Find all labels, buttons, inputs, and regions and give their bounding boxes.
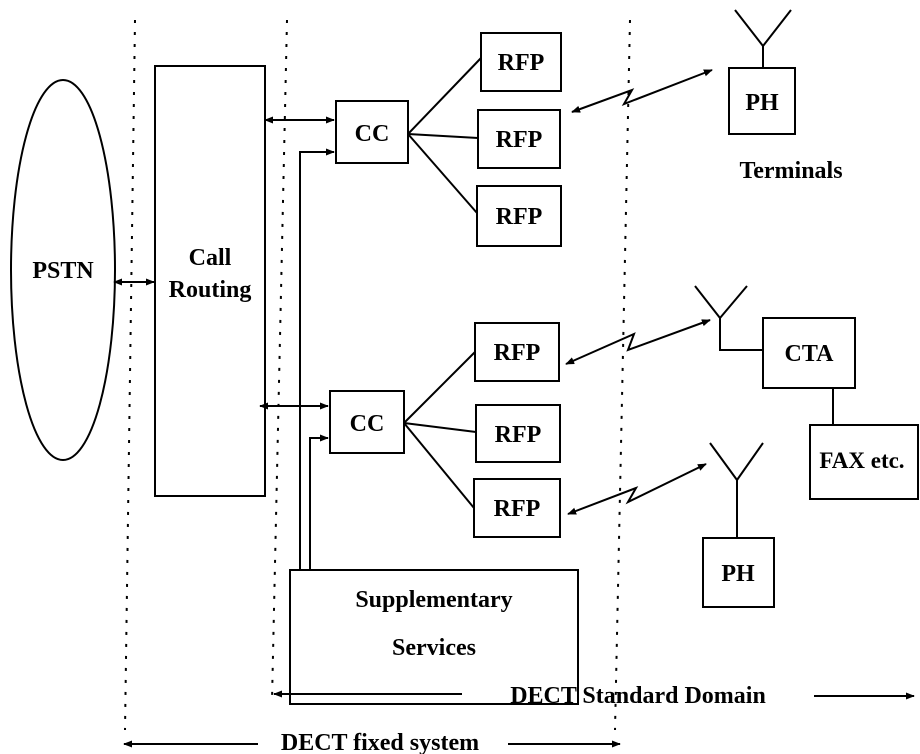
supplementary-label-1: Supplementary [355, 587, 512, 613]
fixed-system-right-boundary [614, 19, 631, 731]
cc-bottom-box [329, 390, 405, 454]
cc-top-rfp3-line [407, 133, 478, 214]
rfp-box-5 [475, 404, 561, 463]
call-routing-label-2: Routing [169, 277, 252, 303]
ph-top-box [728, 67, 796, 135]
rfp-box-4 [474, 322, 560, 382]
rfp-label-6: RFP [494, 496, 541, 522]
fax-label: FAX etc. [819, 448, 904, 473]
cc-top-rfp1-line [407, 57, 482, 135]
supplementary-cc-top-link [299, 148, 335, 570]
supplementary-label-2: Services [392, 635, 476, 661]
rfp-box-6 [473, 478, 561, 538]
rfp-label-2: RFP [496, 127, 543, 153]
call-routing-label-1: Call [189, 245, 232, 271]
cc-top-box [335, 100, 409, 164]
antenna-icon-bottom [709, 442, 764, 538]
cc-bottom-rfp6-line [403, 422, 475, 509]
antenna-icon-top [734, 9, 792, 68]
supplementary-services-box [289, 569, 579, 705]
standard-domain-left-boundary [271, 19, 288, 701]
rfp-label-1: RFP [498, 50, 545, 76]
pstn-ellipse [10, 79, 116, 461]
dect-fixed-system-label: DECT fixed system [281, 730, 479, 754]
rfp-box-3 [476, 185, 562, 247]
radio-link-middle [565, 319, 711, 365]
rfp-label-5: RFP [495, 422, 542, 448]
dect-standard-domain-label: DECT Standard Domain [510, 683, 766, 709]
cc-bottom-rfp4-line [403, 351, 476, 424]
antenna-icon-cta [694, 285, 763, 351]
fixed-system-left-boundary [124, 19, 136, 731]
rfp-label-4: RFP [494, 340, 541, 366]
supplementary-cc-bottom-link [309, 434, 329, 570]
cc-bottom-rfp5-line [403, 422, 477, 433]
fax-box [809, 424, 919, 500]
radio-link-bottom [567, 463, 707, 515]
cta-label: CTA [785, 341, 835, 367]
rfp-label-3: RFP [496, 204, 543, 230]
rfp-box-1 [480, 32, 562, 92]
terminals-label: Terminals [739, 158, 842, 184]
call-routing-box [154, 65, 266, 497]
cta-box [762, 317, 856, 389]
ph-bottom-label: PH [721, 561, 755, 587]
ph-top-label: PH [745, 90, 779, 116]
rfp-box-2 [477, 109, 561, 169]
cc-bottom-label: CC [350, 411, 385, 437]
cc-top-rfp2-line [407, 133, 479, 139]
cc-top-label: CC [355, 121, 390, 147]
pstn-label: PSTN [32, 258, 94, 284]
radio-link-top [571, 69, 713, 113]
ph-bottom-box [702, 537, 775, 608]
